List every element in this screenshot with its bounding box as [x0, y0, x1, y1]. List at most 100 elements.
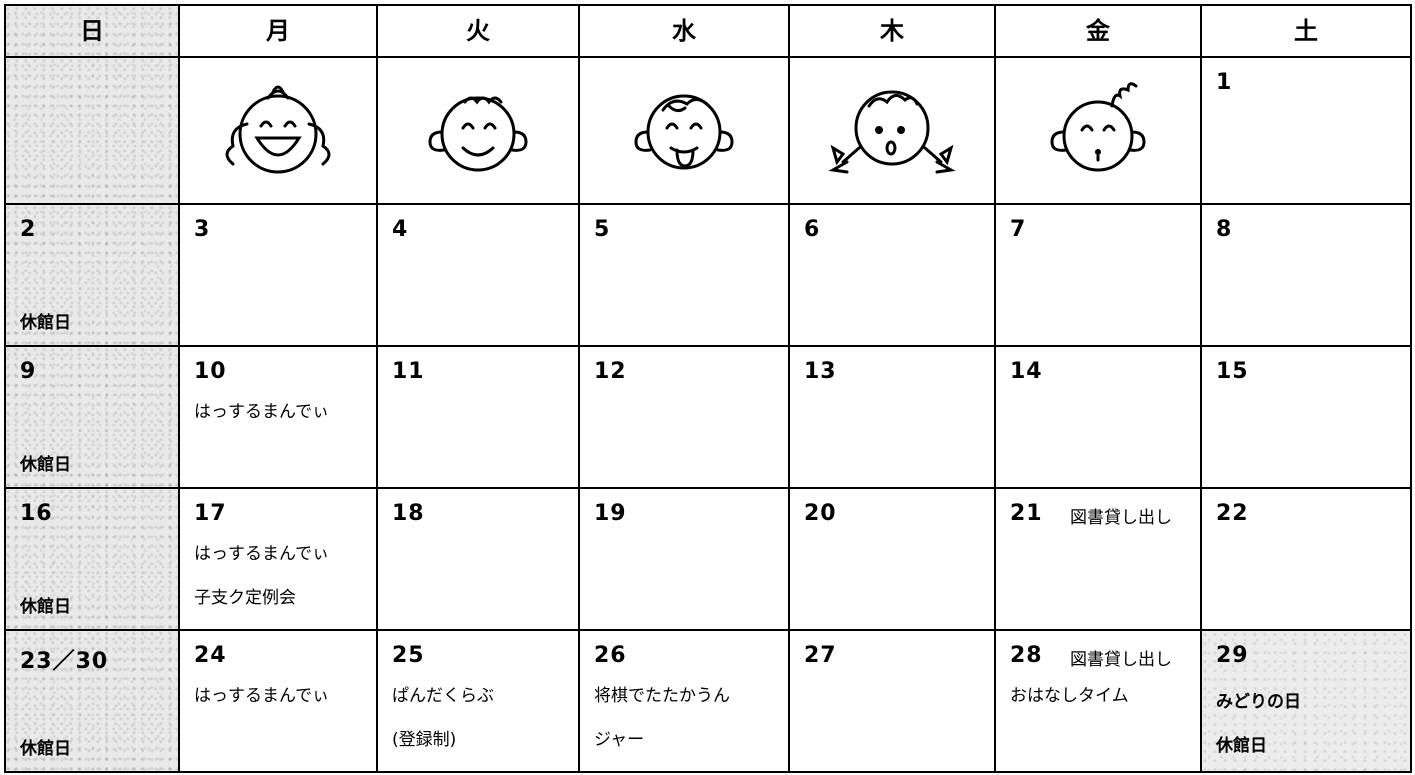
day-number: 6	[804, 217, 821, 242]
day-cell-sat-8: 8	[1200, 203, 1412, 347]
closed-day-label: 休館日	[20, 455, 71, 475]
day-cell-wed-19: 19	[578, 487, 790, 631]
day-number: 11	[392, 359, 425, 384]
face-cell-wed	[578, 56, 790, 205]
smiling-boy-face-icon	[428, 96, 528, 171]
event-label: (登録制)	[392, 730, 457, 750]
week-row-1: 2 休館日 3 4 5 6 7 8	[4, 203, 1412, 347]
day-number: 21	[1010, 501, 1043, 526]
week-row-4: 23／30 休館日 24 はっするまんでぃ 25 ぱんだくらぶ (登録制) 26…	[4, 629, 1412, 773]
day-cell-wed-12: 12	[578, 345, 790, 489]
day-cell-mon-24: 24 はっするまんでぃ	[178, 629, 378, 773]
day-number: 12	[594, 359, 627, 384]
day-number: 26	[594, 643, 627, 668]
monthly-calendar: 日 月 火 水 木 金 土	[4, 4, 1412, 773]
event-label: ジャー	[594, 730, 645, 750]
face-cell-mon	[178, 56, 378, 205]
day-cell-wed-26: 26 将棋でたたかうん ジャー	[578, 629, 790, 773]
event-label: 将棋でたたかうん	[594, 686, 730, 706]
day-cell-sat-15: 15	[1200, 345, 1412, 489]
event-label: 図書貸し出し	[1070, 650, 1172, 670]
day-number: 29	[1216, 643, 1249, 668]
day-cell-sat-1: 1	[1200, 56, 1412, 205]
event-label: はっするまんでぃ	[194, 686, 330, 706]
weekday-header-fri: 金	[994, 4, 1202, 58]
day-number: 13	[804, 359, 837, 384]
closed-day-label: 休館日	[20, 597, 71, 617]
tongue-out-face-icon	[634, 94, 734, 169]
day-cell-thu-27: 27	[788, 629, 996, 773]
closed-day-label: 休館日	[20, 313, 71, 333]
day-number: 23／30	[20, 649, 109, 674]
day-cell-sat-29: 29 みどりの日 休館日	[1200, 629, 1412, 773]
holiday-label: みどりの日	[1216, 692, 1301, 712]
day-cell-thu-20: 20	[788, 487, 996, 631]
event-label: ぱんだくらぶ	[392, 686, 494, 706]
event-label: はっするまんでぃ	[194, 544, 330, 564]
face-cell-thu	[788, 56, 996, 205]
day-number: 28	[1010, 643, 1043, 668]
day-cell-fri-28: 28 図書貸し出し おはなしタイム	[994, 629, 1202, 773]
day-number: 16	[20, 501, 53, 526]
day-number: 7	[1010, 217, 1027, 242]
weekday-header-sun: 日	[4, 4, 180, 58]
day-cell-wed-5: 5	[578, 203, 790, 347]
day-number: 22	[1216, 501, 1249, 526]
day-number: 19	[594, 501, 627, 526]
day-cell-sun-16: 16 休館日	[4, 487, 180, 631]
day-cell-sun-2: 2 休館日	[4, 203, 180, 347]
day-cell-mon-3: 3	[178, 203, 378, 347]
day-cell-fri-7: 7	[994, 203, 1202, 347]
weekday-header-row: 日 月 火 水 木 金 土	[4, 4, 1412, 58]
day-number: 18	[392, 501, 425, 526]
day-number: 25	[392, 643, 425, 668]
closed-day-label: 休館日	[1216, 736, 1267, 756]
day-number: 3	[194, 217, 211, 242]
day-number: 14	[1010, 359, 1043, 384]
day-cell-fri-21: 21 図書貸し出し	[994, 487, 1202, 631]
day-cell-thu-6: 6	[788, 203, 996, 347]
weekday-header-tue: 火	[376, 4, 580, 58]
day-number: 4	[392, 217, 409, 242]
day-number: 8	[1216, 217, 1233, 242]
day-cell-tue-18: 18	[376, 487, 580, 631]
day-number: 9	[20, 359, 37, 384]
weekday-header-thu: 木	[788, 4, 996, 58]
day-number: 5	[594, 217, 611, 242]
event-label: おはなしタイム	[1010, 686, 1129, 706]
day-number: 2	[20, 217, 37, 242]
face-cell-fri	[994, 56, 1202, 205]
day-cell-tue-11: 11	[376, 345, 580, 489]
week-row-2: 9 休館日 10 はっするまんでぃ 11 12 13 14 15	[4, 345, 1412, 489]
event-label: 子支ク定例会	[194, 588, 296, 608]
day-number: 24	[194, 643, 227, 668]
day-cell-empty-sun	[4, 56, 180, 205]
weekday-header-sat: 土	[1200, 4, 1412, 58]
day-cell-mon-10: 10 はっするまんでぃ	[178, 345, 378, 489]
day-number: 17	[194, 501, 227, 526]
surprised-girl-face-icon	[828, 90, 956, 173]
weekday-header-mon: 月	[178, 4, 378, 58]
day-cell-sun-23-30: 23／30 休館日	[4, 629, 180, 773]
weekday-header-wed: 水	[578, 4, 790, 58]
day-number: 10	[194, 359, 227, 384]
closed-day-label: 休館日	[20, 739, 71, 759]
day-cell-thu-13: 13	[788, 345, 996, 489]
laughing-girl-face-icon	[225, 85, 331, 173]
day-number: 27	[804, 643, 837, 668]
event-label: 図書貸し出し	[1070, 508, 1172, 528]
baby-face-icon	[1050, 81, 1146, 171]
week-row-0: 1	[4, 56, 1412, 205]
day-cell-fri-14: 14	[994, 345, 1202, 489]
day-cell-tue-25: 25 ぱんだくらぶ (登録制)	[376, 629, 580, 773]
day-cell-tue-4: 4	[376, 203, 580, 347]
day-cell-mon-17: 17 はっするまんでぃ 子支ク定例会	[178, 487, 378, 631]
day-cell-sat-22: 22	[1200, 487, 1412, 631]
event-label: はっするまんでぃ	[194, 402, 330, 422]
day-number: 20	[804, 501, 837, 526]
day-number: 15	[1216, 359, 1249, 384]
face-cell-tue	[376, 56, 580, 205]
day-cell-sun-9: 9 休館日	[4, 345, 180, 489]
week-row-3: 16 休館日 17 はっするまんでぃ 子支ク定例会 18 19 20 21 図書…	[4, 487, 1412, 631]
day-number: 1	[1216, 70, 1233, 95]
